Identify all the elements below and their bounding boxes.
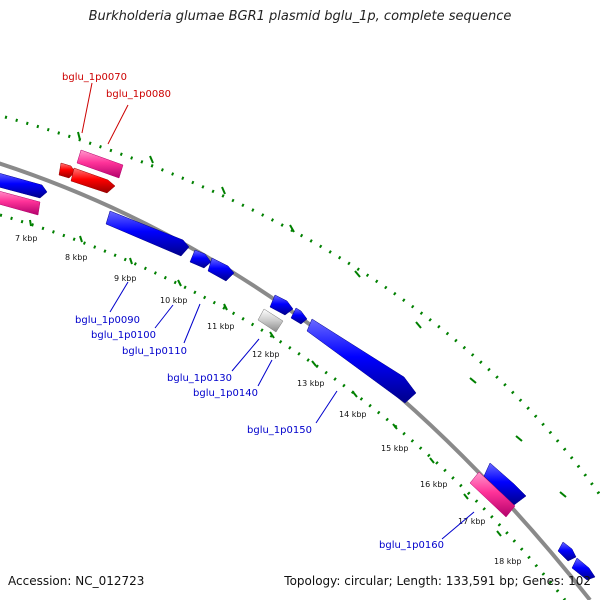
gene-label-bglu-1p0140[interactable]: bglu_1p0140	[193, 388, 258, 399]
gene-features	[0, 149, 596, 581]
inner-major-ticks	[29, 219, 502, 537]
outer-major-ticks	[77, 131, 567, 498]
label-leaders	[81, 82, 475, 540]
kbp-label-13: 13 kbp	[297, 379, 325, 388]
kbp-label-10: 10 kbp	[160, 296, 188, 305]
gene-arrow[interactable]	[189, 249, 212, 269]
gene-arrow[interactable]	[0, 172, 48, 199]
gene-highlight[interactable]	[76, 149, 124, 179]
gene-label-bglu-1p0160[interactable]: bglu_1p0160	[379, 540, 444, 551]
kbp-label-9: 9 kbp	[114, 274, 136, 283]
inner-tick-ring	[0, 213, 567, 600]
gene-arrow[interactable]	[269, 294, 294, 316]
kbp-labels: 7 kbp 8 kbp 9 kbp 10 kbp 11 kbp 12 kbp 1…	[15, 234, 522, 566]
kbp-label-11: 11 kbp	[207, 322, 235, 331]
gene-highlight[interactable]	[469, 471, 516, 518]
plasmid-backbone	[0, 161, 592, 600]
map-title: Burkholderia glumae BGR1 plasmid bglu_1p…	[88, 9, 512, 24]
gene-labels: bglu_1p0070 bglu_1p0080 bglu_1p0090 bglu…	[62, 72, 444, 551]
accession-text: Accession: NC_012723	[8, 574, 145, 588]
gene-arrow[interactable]	[571, 557, 596, 581]
gene-arrow[interactable]	[70, 167, 116, 194]
kbp-label-14: 14 kbp	[339, 410, 367, 419]
kbp-label-16: 16 kbp	[420, 480, 448, 489]
kbp-label-17: 17 kbp	[458, 517, 486, 526]
gene-label-bglu-1p0100[interactable]: bglu_1p0100	[91, 330, 156, 341]
gene-arrow[interactable]	[58, 162, 76, 179]
gene-label-bglu-1p0070[interactable]: bglu_1p0070	[62, 72, 127, 83]
gene-arrow[interactable]	[105, 210, 190, 257]
kbp-label-15: 15 kbp	[381, 444, 409, 453]
kbp-label-18: 18 kbp	[494, 557, 522, 566]
gene-arrow[interactable]	[306, 318, 417, 404]
gene-label-bglu-1p0130[interactable]: bglu_1p0130	[167, 373, 232, 384]
gene-label-bglu-1p0110[interactable]: bglu_1p0110	[122, 346, 187, 357]
gene-arrow[interactable]	[207, 257, 235, 282]
gene-label-bglu-1p0080[interactable]: bglu_1p0080	[106, 89, 171, 100]
kbp-label-12: 12 kbp	[252, 350, 280, 359]
gene-label-bglu-1p0150[interactable]: bglu_1p0150	[247, 425, 312, 436]
gene-arrow[interactable]	[290, 307, 308, 325]
gene-highlight[interactable]	[0, 190, 41, 216]
kbp-label-7: 7 kbp	[15, 234, 37, 243]
summary-text: Topology: circular; Length: 133,591 bp; …	[284, 574, 591, 588]
outer-tick-ring	[4, 115, 600, 496]
gene-arrow[interactable]	[483, 462, 527, 506]
gene-arrow[interactable]	[557, 541, 577, 562]
kbp-label-8: 8 kbp	[65, 253, 87, 262]
pseudo-gene[interactable]	[257, 308, 284, 333]
gene-label-bglu-1p0090[interactable]: bglu_1p0090	[75, 315, 140, 326]
